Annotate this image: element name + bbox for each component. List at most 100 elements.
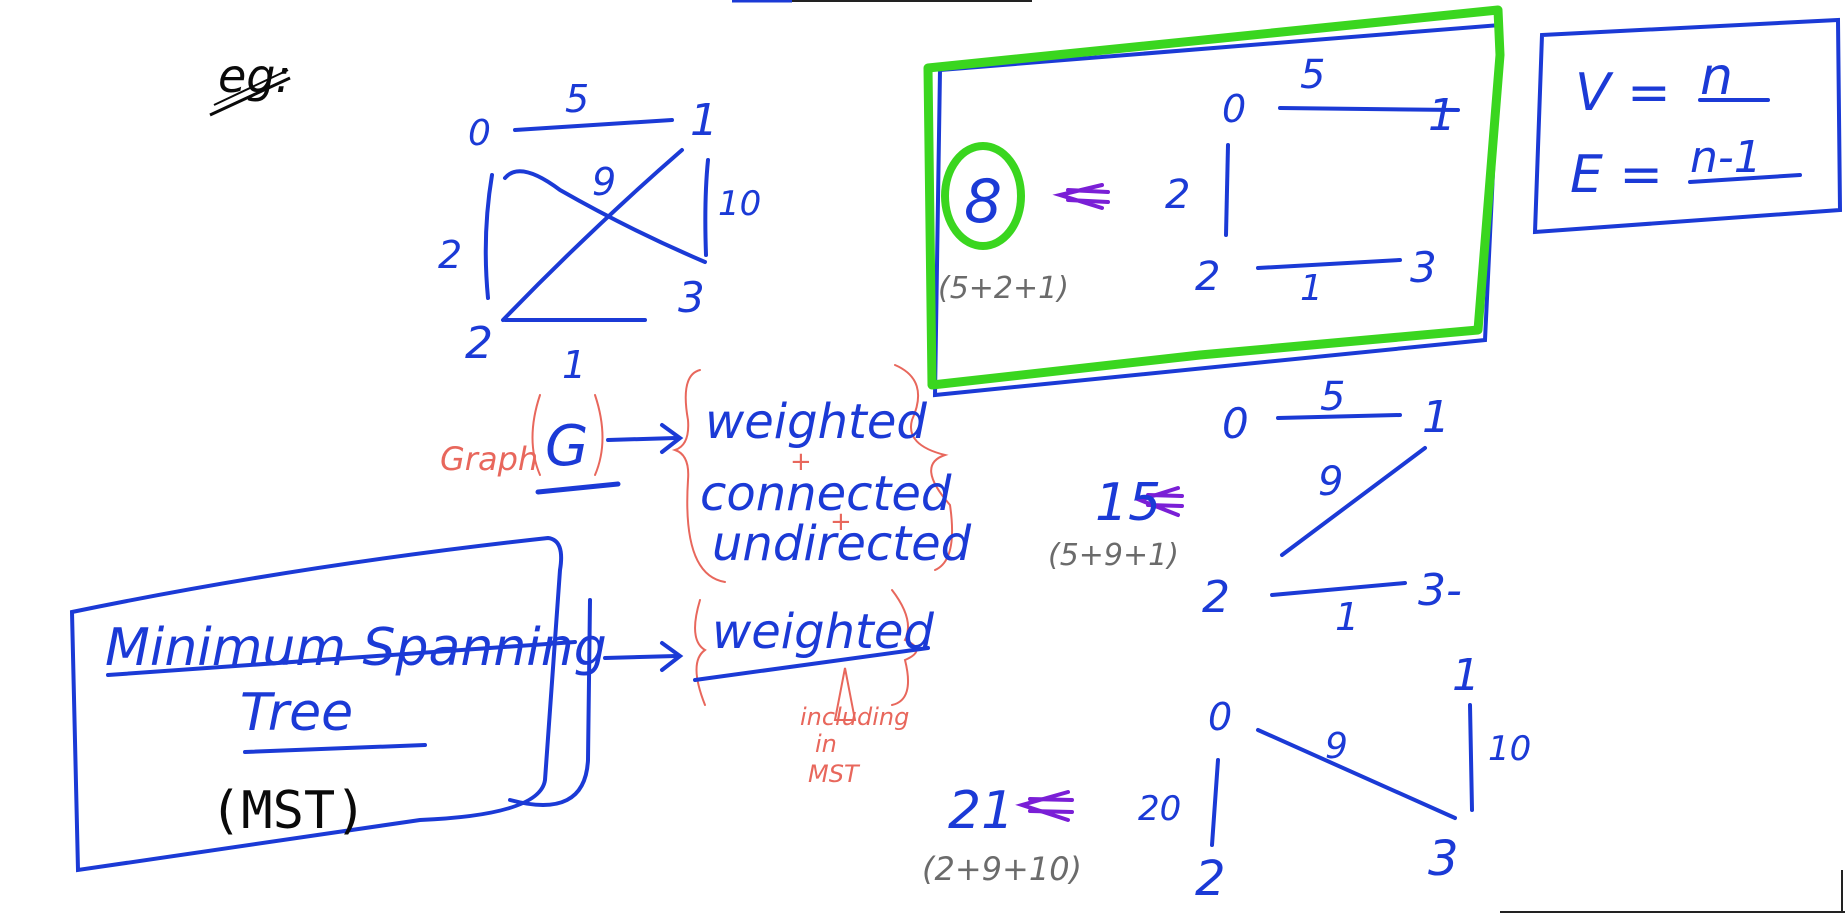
og-node-3: 3 [678, 273, 705, 322]
best-total-circle [941, 142, 1025, 250]
mst-arrow-shaft [603, 654, 678, 660]
og-node-2: 2 [465, 318, 493, 369]
tree-2-labels: 15 (5+9+1) 0 1 2 3- 5 9 1 [1048, 374, 1462, 639]
props-brace-right [894, 364, 954, 571]
og-node-1: 1 [690, 95, 718, 146]
mst-box-shadow [508, 598, 592, 807]
graph-word: Graph [440, 440, 538, 478]
canvas-corner [1500, 870, 1845, 913]
og-edge-1-3 [703, 158, 710, 257]
t2-edge-2-3 [1270, 581, 1407, 597]
t3-node-3: 3 [1428, 831, 1459, 887]
bt-edge-0-1 [1278, 106, 1460, 112]
t2-weight-9: 9 [1318, 459, 1343, 505]
best-arrow-shaft [1066, 188, 1110, 204]
mst-note-2: in [815, 730, 837, 758]
mst-note-3: MST [808, 760, 861, 788]
tree-3-labels: 21 (2+9+10) 0 1 2 3 9 10 20 [922, 650, 1531, 907]
best-tree-labels: 8 (5+2+1) 0 1 2 3 5 2 1 [938, 52, 1456, 309]
ve-box-frame [1532, 17, 1843, 235]
props-brace-left [671, 369, 726, 583]
ve-n1-underline [1688, 173, 1802, 184]
ve-e-label: E = [1570, 145, 1663, 205]
t3-edge-1-3 [1468, 703, 1474, 812]
mst-note-1: including [800, 703, 909, 731]
mst-box [69, 535, 930, 873]
og-edge-0-1 [513, 118, 674, 132]
t3-arrow-shaft [1028, 797, 1074, 814]
mst-underline-1 [106, 640, 577, 677]
tree-3 [1015, 703, 1474, 847]
bt-node-1: 1 [1428, 90, 1456, 141]
mst-prop-weighted: weighted [712, 604, 934, 660]
mst-line-1: Minimum Spanning [105, 618, 607, 678]
og-edge-2-1 [501, 148, 684, 322]
t2-edge-0-1 [1276, 413, 1402, 420]
prop-plus-2: + [830, 507, 852, 537]
og-weight-1: 1 [562, 343, 586, 387]
tree-2 [1134, 413, 1427, 597]
og-edge-0-3 [503, 169, 707, 264]
red-up-arrow [833, 667, 857, 721]
prop-undirected: undirected [712, 516, 972, 572]
mst-underline-2 [243, 743, 427, 754]
bt-node-2: 2 [1195, 254, 1220, 300]
ve-e-value: n-1 [1690, 132, 1762, 183]
g-underline [535, 481, 621, 495]
eg-label-group: eg: [209, 49, 291, 117]
t3-edge-0-3 [1256, 728, 1457, 820]
t3-total: 21 [948, 781, 1014, 841]
t2-total: 15 [1095, 473, 1161, 533]
t3-weight-20: 20 [1138, 789, 1181, 829]
og-weight-5: 5 [565, 77, 589, 121]
ve-v-value: n [1700, 47, 1733, 107]
best-total: 8 [964, 167, 1002, 237]
eg-underline-2 [213, 69, 289, 106]
t3-weight-10: 10 [1488, 729, 1531, 769]
t2-arrow-shaft [1146, 493, 1184, 508]
mst-props-brace-left [694, 599, 707, 706]
eg-underline-1 [209, 76, 291, 117]
original-graph-labels: 0 1 2 3 5 9 10 2 1 [438, 77, 761, 387]
best-tree-blue-frame [932, 22, 1503, 398]
bt-weight-5: 5 [1300, 52, 1325, 98]
vertex-edge-box [1532, 17, 1843, 235]
t2-arrow-head [1134, 486, 1180, 517]
best-tree-green-frame [923, 5, 1505, 390]
t2-node-3: 3- [1418, 565, 1462, 616]
g-paren-left [531, 394, 541, 476]
bt-edge-2-3 [1256, 258, 1402, 270]
og-weight-10: 10 [718, 184, 761, 224]
t3-node-0: 0 [1208, 695, 1232, 739]
best-breakdown: (5+2+1) [938, 271, 1069, 306]
mst-box-labels: Minimum Spanning Tree (MST) weighted inc… [105, 604, 934, 841]
bt-weight-2: 2 [1165, 172, 1190, 218]
prop-weighted: weighted [705, 394, 927, 450]
mst-abbr: (MST) [210, 781, 367, 841]
prop-plus-1: + [790, 447, 812, 477]
t2-node-0: 0 [1222, 399, 1249, 448]
graph-props-strokes [531, 364, 954, 583]
g-paren-right [594, 394, 604, 476]
mst-weighted-underline [693, 646, 930, 682]
t2-edge-1-2 [1280, 446, 1427, 557]
og-node-0: 0 [468, 113, 491, 154]
t3-node-2: 2 [1195, 851, 1226, 907]
g-arrow-head [660, 423, 684, 454]
t2-node-1: 1 [1422, 392, 1450, 443]
graph-g-letter: G [545, 414, 588, 479]
bt-weight-1: 1 [1300, 268, 1323, 309]
t3-breakdown: (2+9+10) [922, 850, 1082, 888]
og-edge-0-2 [483, 173, 494, 300]
prop-connected: connected [700, 466, 952, 522]
graph-props-labels: Graph G weighted + connected + undirecte… [440, 394, 972, 572]
ve-v-label: V = [1575, 63, 1671, 123]
t3-weight-9: 9 [1325, 726, 1348, 767]
t2-weight-1: 1 [1335, 595, 1359, 639]
t2-breakdown: (5+9+1) [1048, 538, 1179, 573]
t2-weight-5: 5 [1320, 374, 1345, 420]
best-arrow-head [1052, 183, 1104, 210]
t3-arrow-head [1015, 790, 1070, 822]
mst-arrow-head [660, 641, 684, 672]
